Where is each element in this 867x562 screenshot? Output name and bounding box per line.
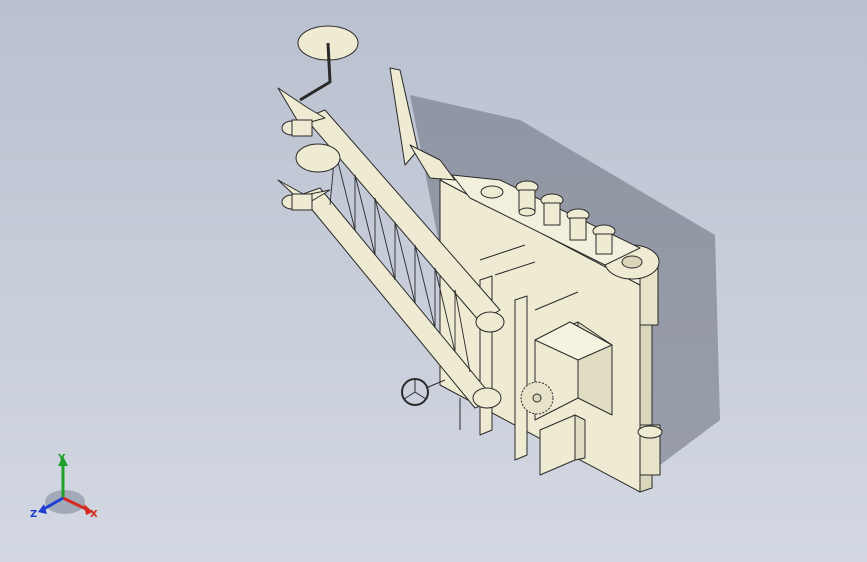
- side-gear-lower-face: [637, 425, 663, 439]
- triad-x-label: X: [90, 509, 98, 520]
- top-gear-hub: [621, 255, 643, 269]
- crank-arm: [299, 42, 332, 102]
- orientation-triad[interactable]: Y X Z: [30, 453, 98, 520]
- triad-y-arrow: [58, 456, 68, 466]
- triad-x-arrow: [84, 504, 93, 515]
- guide-bar-left: [514, 295, 528, 461]
- rod-2: [494, 261, 536, 276]
- conveyor-top-rail[interactable]: [304, 109, 501, 323]
- machine-model[interactable]: [277, 25, 663, 493]
- rod-1: [479, 244, 526, 261]
- arm-bracket: [409, 144, 456, 181]
- saw-blade-hub: [532, 393, 542, 403]
- nozzle-upper-body: [291, 119, 313, 137]
- triad-z-arrow: [38, 504, 47, 514]
- handwheel-spoke-2: [403, 391, 416, 400]
- handwheel-shaft: [425, 379, 446, 389]
- cylinder-row: [480, 180, 616, 255]
- lower-block-side: [574, 414, 586, 461]
- conveyor-end-pulley-bottom: [472, 387, 502, 409]
- triad-base: [45, 490, 85, 514]
- triad-y-label: Y: [57, 453, 66, 464]
- conveyor-end-pulley-top: [475, 311, 505, 333]
- feeder-upper: [277, 87, 326, 126]
- rod-3: [534, 291, 579, 311]
- triad-x-axis: [62, 496, 89, 512]
- handwheel-spoke-3: [414, 391, 427, 400]
- nozzle-lower-body: [291, 193, 313, 211]
- handwheel[interactable]: [401, 378, 429, 406]
- triad-z-label: Z: [30, 509, 37, 520]
- triad-z-axis: [41, 496, 64, 512]
- upper-block-top: [534, 321, 613, 361]
- round-disc-mid: [295, 143, 341, 173]
